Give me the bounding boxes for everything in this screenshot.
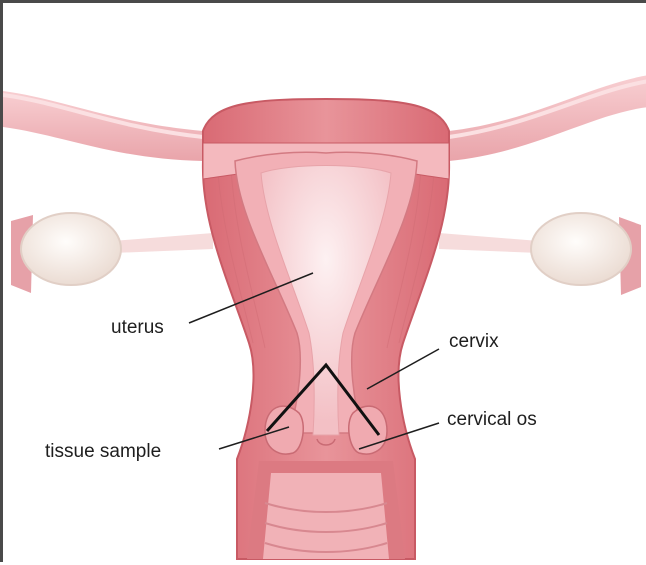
- right-fallopian-tube: [449, 75, 646, 161]
- uterus-label: uterus: [111, 317, 164, 338]
- left-fallopian-tube: [3, 91, 203, 161]
- right-ovary: [531, 213, 641, 295]
- vaginal-canal: [247, 461, 405, 559]
- left-ovary: [11, 213, 121, 293]
- cervical-os-label: cervical os: [447, 409, 537, 430]
- cervix-label: cervix: [449, 331, 499, 352]
- right-ovarian-ligament: [439, 233, 539, 253]
- uterus-diagram: uterus cervix cervical os tissue sample: [3, 3, 646, 565]
- left-ovarian-ligament: [113, 233, 213, 253]
- tissue-sample-label: tissue sample: [45, 441, 161, 462]
